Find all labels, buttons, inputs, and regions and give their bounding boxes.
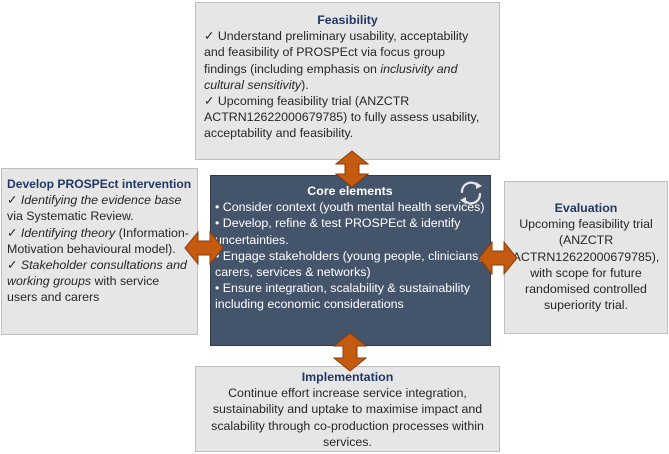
develop-item: ✓ Identifying the evidence base via Syst…	[7, 192, 191, 224]
implementation-box: Implementation Continue effort increase …	[195, 366, 500, 452]
double-arrow-right-icon	[478, 241, 518, 275]
core-elements-box: Core elements • Consider context (youth …	[210, 175, 491, 346]
evaluation-text: Upcoming feasibility trial (ANZCTR ACTRN…	[512, 217, 660, 313]
feasibility-title: Feasibility	[317, 13, 378, 27]
core-element-item: • Engage stakeholders (young people, cli…	[215, 248, 482, 280]
core-element-item: • Ensure integration, scalability & sust…	[215, 281, 471, 312]
implementation-title: Implementation	[301, 370, 394, 384]
core-element-item: • Consider context (youth mental health …	[215, 200, 485, 215]
feasibility-item: ✓ Upcoming feasibility trial (ANZCTR ACT…	[204, 93, 491, 142]
feasibility-item: ✓ Understand preliminary usability, acce…	[204, 28, 491, 93]
item-text: via Systematic Review.	[7, 209, 134, 224]
core-elements-list: • Consider context (youth mental health …	[215, 199, 485, 312]
develop-title: Develop PROSPEct intervention	[7, 177, 192, 191]
check-icon: ✓	[7, 225, 18, 240]
core-elements-title: Core elements	[307, 184, 393, 198]
item-text: Identifying theory	[20, 225, 116, 240]
develop-item: ✓ Identifying theory (Information- Motiv…	[7, 225, 191, 257]
develop-box: Develop PROSPEct intervention ✓ Identify…	[1, 168, 198, 335]
check-icon: ✓	[7, 258, 18, 273]
item-text: with service users and carers	[7, 274, 160, 305]
develop-content: ✓ Identifying the evidence base via Syst…	[7, 192, 191, 305]
check-icon: ✓	[204, 94, 215, 109]
double-arrow-top-icon	[335, 150, 369, 188]
check-icon: ✓	[7, 193, 18, 208]
double-arrow-left-icon	[184, 231, 224, 265]
item-text: inclusivity and cultural sensitivity	[204, 61, 458, 92]
item-text: Stakeholder consultations and working gr…	[7, 258, 187, 289]
item-text: ).	[301, 77, 309, 92]
implementation-text: Continue effort increase service integra…	[211, 386, 484, 449]
item-text: Understand preliminary usability, accept…	[204, 29, 469, 76]
develop-item: ✓ Stakeholder consultations and working …	[7, 257, 191, 306]
item-text: Identifying the evidence base	[20, 193, 182, 208]
refresh-cycle-icon	[460, 181, 482, 205]
item-text: Upcoming feasibility trial (ANZCTR ACTRN…	[204, 94, 480, 141]
core-element-item: • Develop, refine & test PROSPEct & iden…	[215, 216, 461, 247]
double-arrow-bottom-icon	[333, 332, 367, 372]
evaluation-box: Evaluation Upcoming feasibility trial (A…	[504, 181, 668, 334]
feasibility-box: Feasibility ✓ Understand preliminary usa…	[195, 2, 500, 160]
feasibility-content: ✓ Understand preliminary usability, acce…	[204, 28, 491, 141]
evaluation-title: Evaluation	[554, 201, 618, 215]
check-icon: ✓	[204, 29, 215, 44]
item-text: (Information- Motivation behavioural mod…	[7, 225, 189, 256]
